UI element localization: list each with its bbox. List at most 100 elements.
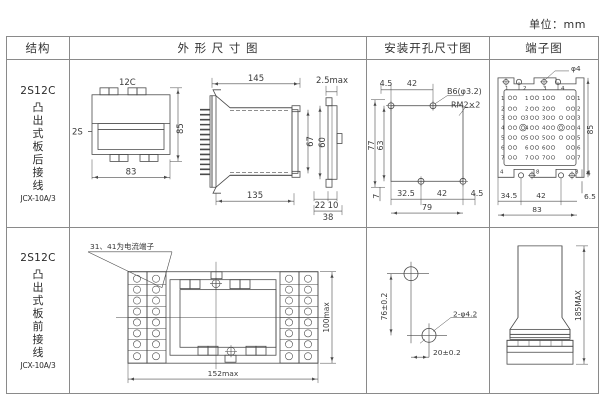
- vtext-char: 凸: [32, 101, 44, 114]
- terminal-mid-num: 2: [525, 107, 528, 113]
- terminal-mid-num: 3: [525, 116, 529, 122]
- dim-outline2-height: 100max: [322, 302, 331, 333]
- terminal-mid-num: 6: [525, 145, 529, 151]
- table-row: 2S12C 凸 出 式 板 前 接 线 JCX-10A/3: [6, 227, 599, 394]
- terminal-mid-num: 4: [542, 126, 546, 132]
- terminal-col-num: 4: [561, 86, 565, 92]
- dim-terminal-bottom-offset: 6.5: [584, 192, 596, 201]
- cell-outline-1: 12C 2S 85 83 145 135 67 60 2.5max 22 10 …: [69, 59, 367, 228]
- dim-mount-top-span: 42: [407, 79, 417, 88]
- terminal-row-num: 6: [577, 145, 581, 151]
- table-row: 2S 12C 凸 出 式 板 后 接 线 JCX-10A/3: [6, 59, 599, 228]
- dim-front-width: 83: [126, 166, 137, 176]
- header-terminal: 端子图: [489, 36, 599, 60]
- mounting-drawing-row1: 4.5 42 B6(φ3.2) RM2×2 77 63 7 32.5 42 4.…: [367, 60, 489, 227]
- dim-terminal-small: 4: [586, 168, 591, 177]
- dim-front-left: 2S: [72, 127, 83, 137]
- terminal-row-num: 1: [501, 96, 504, 102]
- terminal-bottom-num: 4: [500, 169, 504, 175]
- terminal-mid-num: 7: [525, 155, 529, 161]
- cell-terminal-2: 185MAX: [489, 227, 599, 394]
- terminal-bottom-num: 8: [536, 169, 540, 175]
- vtext-char: 式: [32, 294, 44, 307]
- dim-mount-bottom-span: 42: [437, 189, 447, 198]
- table-header-row: 结构 外 形 尺 寸 图 安装开孔尺寸图 端子图: [6, 36, 599, 60]
- dim-terminal2-height: 185MAX: [574, 290, 583, 321]
- dim-terminal-height: 85: [586, 125, 595, 135]
- spec-hole: B6(φ3.2): [447, 87, 482, 96]
- dim-mount-bottom-offset: 7: [372, 194, 381, 199]
- dim-side-bottom: 135: [247, 190, 263, 200]
- outline-drawing-row1: 12C 2S 85 83 145 135 67 60 2.5max 22 10 …: [70, 60, 366, 227]
- terminal-mid-num: 4: [525, 126, 529, 132]
- dim-front-height: 85: [175, 123, 185, 134]
- vtext-char: 板: [32, 140, 44, 153]
- cell-terminal-1: 1 2 3 4 5 6 7 1 2 3 4 5 6 7 1 2 3: [489, 59, 599, 228]
- dim-side-outer-height: 60: [317, 137, 327, 148]
- structure-code: JCX-10A/3: [20, 361, 56, 370]
- dim-edge-c: 38: [323, 212, 334, 222]
- header-outline: 外 形 尺 寸 图: [69, 36, 367, 60]
- dim-terminal-bottom-span: 42: [536, 191, 546, 200]
- vtext-char: 前: [32, 320, 44, 333]
- dimension-table: 结构 外 形 尺 寸 图 安装开孔尺寸图 端子图 2S12C 凸 出 式 板 后…: [6, 36, 599, 394]
- terminal-row-num: 7: [577, 155, 581, 161]
- terminal-drawing-row1: 1 2 3 4 5 6 7 1 2 3 4 5 6 7 1 2 3: [490, 60, 598, 227]
- header-mounting: 安装开孔尺寸图: [366, 36, 490, 60]
- dim-outline2-width: 152max: [208, 369, 239, 378]
- vtext-char: 接: [32, 166, 44, 179]
- cell-mounting-2: 76±0.2 2-φ4.2 20±0.2: [366, 227, 490, 394]
- terminal-mid-num: 5: [542, 136, 545, 142]
- dim-mount2-horizontal: 20±0.2: [433, 348, 461, 357]
- unit-label: 单位：mm: [529, 18, 586, 31]
- dim-mount-total-width: 79: [422, 203, 432, 212]
- vtext-char: 后: [32, 153, 44, 166]
- terminal-mid-num: 1: [542, 96, 545, 102]
- terminal-mid-num: 1: [525, 96, 528, 102]
- header-structure: 结构: [6, 36, 70, 60]
- spec-thread: RM2×2: [451, 101, 480, 110]
- terminal-row-num: 4: [501, 126, 505, 132]
- terminal-col-num: 3: [543, 86, 547, 92]
- dim-mount-bottom-right: 4.5: [471, 189, 484, 198]
- vtext-char: 线: [32, 346, 44, 359]
- structure-code: JCX-10A/3: [20, 194, 56, 203]
- terminal-mid-num: 5: [525, 136, 528, 142]
- terminal-bottom-num: 8: [575, 169, 579, 175]
- vtext-char: 接: [32, 333, 44, 346]
- vtext-char: 出: [32, 281, 44, 294]
- dim-front-top: 12C: [119, 77, 136, 87]
- vtext-char: 线: [32, 179, 44, 192]
- terminal-mid-num: 6: [542, 145, 546, 151]
- terminal-row-num: 7: [501, 155, 505, 161]
- note-current-terminals: 31、41为电流端子: [90, 241, 155, 251]
- dim-side-top: 145: [248, 73, 264, 83]
- outline-drawing-row2: 31、41为电流端子 100max 152max: [70, 228, 366, 393]
- terminal-row-num: 3: [577, 116, 581, 122]
- terminal-row-num: 2: [577, 107, 580, 113]
- cell-mounting-1: 4.5 42 B6(φ3.2) RM2×2 77 63 7 32.5 42 4.…: [366, 59, 490, 228]
- vtext-char: 凸: [32, 268, 44, 281]
- terminal-row-num: 3: [501, 116, 505, 122]
- dim-edge-b: 10: [328, 200, 339, 210]
- structure-model: 2S12C: [20, 252, 56, 264]
- dim-edge-top: 2.5max: [316, 75, 348, 85]
- terminal-mid-num: 3: [542, 116, 546, 122]
- dim-terminal-bottom-left: 34.5: [501, 191, 518, 200]
- dim-edge-a: 22: [315, 200, 326, 210]
- terminal-row-num: 1: [577, 96, 580, 102]
- dim-mount2-vertical: 76±0.2: [380, 293, 389, 321]
- terminal-row-num: 2: [501, 107, 504, 113]
- cell-outline-2: 31、41为电流端子 100max 152max: [69, 227, 367, 394]
- structure-vertical-text: 凸 出 式 板 后 接 线: [31, 101, 45, 192]
- mounting-drawing-row2: 76±0.2 2-φ4.2 20±0.2: [367, 228, 489, 393]
- terminal-col-num: 1: [505, 86, 508, 92]
- terminal-drawing-row2: 185MAX: [490, 228, 598, 393]
- terminal-mid-num: 7: [542, 155, 546, 161]
- dim-terminal-total-width: 83: [532, 205, 542, 214]
- terminal-mid-num: 2: [542, 107, 545, 113]
- vtext-char: 式: [32, 127, 44, 140]
- terminal-row-num: 5: [577, 136, 580, 142]
- dim-mount-bottom-left: 32.5: [397, 189, 415, 198]
- dim-mount-inner-height: 63: [376, 140, 385, 150]
